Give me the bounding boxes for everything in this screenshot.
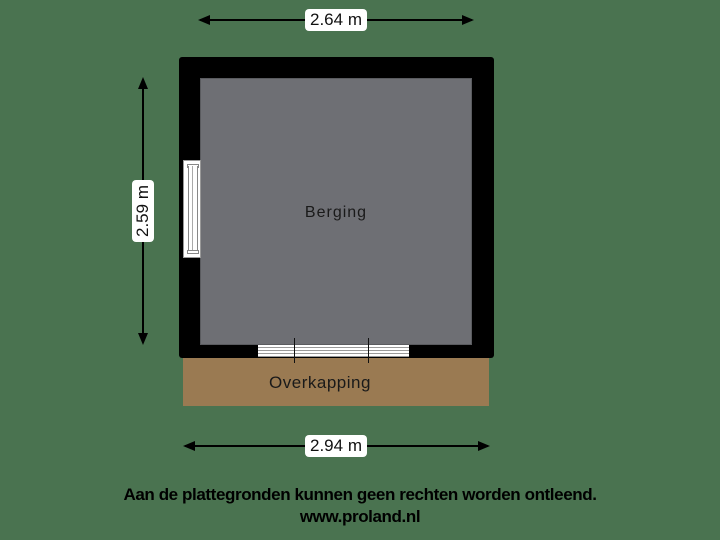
arrow-left-icon — [198, 15, 210, 25]
window-left — [183, 160, 201, 258]
room-label-berging: Berging — [304, 204, 368, 221]
bottom-dimension-label: 2.94 m — [305, 435, 367, 457]
room-overkapping — [183, 358, 489, 406]
website-link[interactable]: www.proland.nl — [299, 507, 421, 526]
window-pane — [188, 166, 198, 252]
room-label-overkapping: Overkapping — [269, 373, 371, 392]
door-divider-right — [368, 338, 369, 363]
arrow-up-icon — [138, 77, 148, 89]
arrow-right-icon — [462, 15, 474, 25]
arrow-left-icon — [183, 441, 195, 451]
arrow-down-icon — [138, 333, 148, 345]
arrow-right-icon — [478, 441, 490, 451]
disclaimer-text: Aan de plattegronden kunnen geen rechten… — [123, 485, 597, 504]
door-divider-left — [294, 338, 295, 363]
sliding-door — [258, 345, 409, 357]
left-dimension-label: 2.59 m — [132, 180, 154, 242]
top-dimension-label: 2.64 m — [305, 9, 367, 31]
window-frame-bottom — [187, 250, 199, 254]
